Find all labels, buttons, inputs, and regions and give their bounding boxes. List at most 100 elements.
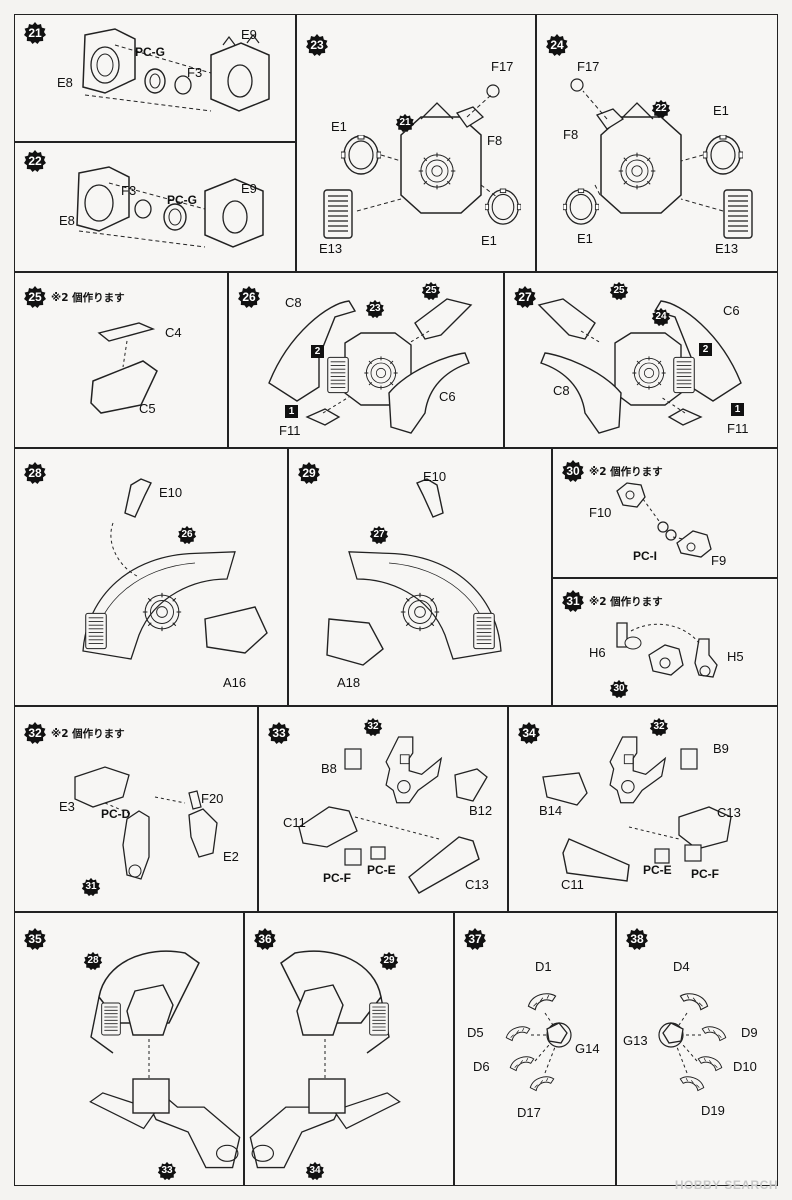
ref-badge: 23 [365, 299, 385, 319]
part-label: C5 [139, 401, 156, 416]
part-label: D1 [535, 959, 552, 974]
part-label: G14 [575, 1041, 600, 1056]
part-label: E1 [331, 119, 347, 134]
ref-badge: 28 [83, 951, 103, 971]
part-label: D5 [467, 1025, 484, 1040]
step-22-panel: 22 F3 PC-G E9 E8 [14, 142, 296, 272]
part-label: PC-G [135, 45, 165, 59]
ref-badge: 34 [305, 1161, 325, 1181]
part-label: C6 [439, 389, 456, 404]
part-label: A18 [337, 675, 361, 690]
part-label: E13 [319, 241, 343, 256]
step-27-badge: 27 [513, 285, 537, 309]
step-22-badge: 22 [23, 149, 47, 173]
step-32-badge: 32 [23, 721, 47, 745]
part-label: D9 [741, 1025, 758, 1040]
part-label: C6 [723, 303, 740, 318]
step-28-badge: 28 [23, 461, 47, 485]
part-label: C11 [283, 815, 306, 830]
part-label: F17 [577, 59, 600, 74]
step-29-badge: 29 [297, 461, 321, 485]
step-31-badge: 31 [561, 589, 585, 613]
part-label: G13 [623, 1033, 648, 1048]
step-25-panel: 25 ※2 個作ります C4 C5 [14, 272, 228, 448]
step-32-illustration [74, 766, 218, 880]
ref-badge: 21 [395, 113, 415, 133]
step-25-badge: 25 [23, 285, 47, 309]
step-35-badge: 35 [23, 927, 47, 951]
ref-badge: 25 [421, 281, 441, 301]
step-34-panel: 34 32 B9 B14 C13 PC-E PC-F C11 [508, 706, 778, 912]
part-label: E8 [57, 75, 73, 90]
part-label: C8 [553, 383, 570, 398]
step-24-illustration [563, 78, 753, 239]
sequence-badge: 1 [731, 403, 744, 416]
step-32-panel: 32 ※2 個作ります 31 F20 E3 PC-D E2 [14, 706, 258, 912]
make-two-note: ※2 個作ります [589, 466, 663, 478]
part-label: D19 [701, 1103, 725, 1118]
ref-badge: 25 [609, 281, 629, 301]
step-25-illustration [90, 322, 158, 414]
step-31-illustration [616, 622, 718, 678]
part-label: E2 [223, 849, 239, 864]
part-label: C13 [717, 805, 741, 820]
part-label: E1 [713, 103, 729, 118]
part-label: F10 [589, 505, 612, 520]
part-label: D17 [517, 1105, 541, 1120]
part-label: H6 [589, 645, 606, 660]
part-label: PC-F [691, 867, 719, 881]
step-23-illustration [323, 84, 521, 239]
part-label: PC-E [367, 863, 396, 877]
step-31-panel: 31 ※2 個作ります 30 H6 H5 [552, 578, 778, 706]
part-label: C4 [165, 325, 182, 340]
make-two-note: ※2 個作ります [51, 728, 125, 740]
part-label: E9 [241, 27, 257, 42]
ref-badge: 26 [177, 525, 197, 545]
ref-badge: 32 [363, 717, 383, 737]
part-label: F17 [491, 59, 514, 74]
ref-badge: 30 [609, 679, 629, 699]
step-35-panel: 35 28 33 [14, 912, 244, 1186]
sequence-badge: 1 [285, 405, 298, 418]
part-label: F20 [201, 791, 224, 806]
part-label: PC-I [633, 549, 657, 563]
part-label: E9 [241, 181, 257, 196]
ref-badge: 31 [81, 877, 101, 897]
step-26-badge: 26 [237, 285, 261, 309]
hobby-search-watermark: HOBBY SEARCH [674, 1178, 778, 1192]
step-33-panel: 33 32 B8 B12 C11 PC-F PC-E C13 [258, 706, 508, 912]
sequence-badge: 2 [311, 345, 324, 358]
step-24-badge: 24 [545, 33, 569, 57]
part-label: B8 [321, 761, 337, 776]
part-label: F9 [711, 553, 727, 568]
part-label: F3 [187, 65, 203, 80]
step-38-panel: 38 D4 G13 D9 D10 D19 [616, 912, 778, 1186]
step-34-illustration [542, 736, 732, 882]
part-label: E1 [577, 231, 593, 246]
step-38-illustration [658, 993, 727, 1092]
step-23-badge: 23 [305, 33, 329, 57]
step-33-badge: 33 [267, 721, 291, 745]
step-35-illustration [89, 950, 241, 1169]
part-label: E10 [159, 485, 183, 500]
step-23-panel: 23 21 F17 F8 E1 E13 E1 [296, 14, 536, 272]
part-label: PC-G [167, 193, 197, 207]
step-29-panel: 29 27 E10 A18 [288, 448, 552, 706]
part-label: A16 [223, 675, 247, 690]
part-label: PC-E [643, 863, 672, 877]
ref-badge: 29 [379, 951, 399, 971]
step-30-illustration [616, 482, 712, 558]
part-label: B12 [469, 803, 493, 818]
part-label: E3 [59, 799, 75, 814]
part-label: B14 [539, 803, 563, 818]
step-28-panel: 28 26 E10 A16 [14, 448, 288, 706]
step-34-badge: 34 [517, 721, 541, 745]
part-label: E13 [715, 241, 739, 256]
ref-badge: 27 [369, 525, 389, 545]
step-36-badge: 36 [253, 927, 277, 951]
ref-badge: 33 [157, 1161, 177, 1181]
part-label: C8 [285, 295, 302, 310]
step-21-illustration [82, 28, 270, 112]
step-29-illustration [326, 478, 502, 666]
step-37-panel: 37 D1 D5 G14 D6 D17 [454, 912, 616, 1186]
